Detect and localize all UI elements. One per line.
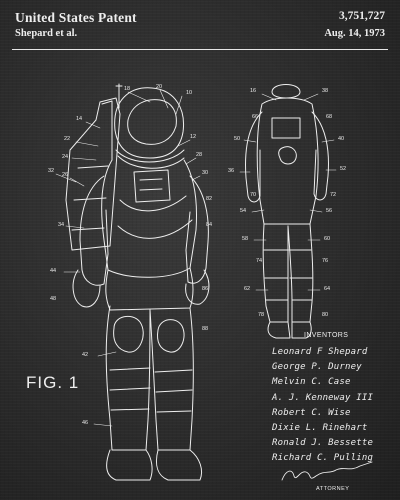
suit-boots — [268, 322, 311, 338]
reference-numeral: 86 — [202, 286, 208, 292]
left-arm — [80, 176, 108, 285]
attorney-label: ATTORNEY — [316, 486, 350, 492]
inventors-list: Leonard F Shepard George P. Durney Melvi… — [272, 347, 373, 469]
helmet — [115, 88, 184, 158]
torso — [102, 160, 197, 277]
reference-numeral: 36 — [228, 168, 234, 174]
reference-numeral: 10 — [186, 90, 192, 96]
waist — [106, 268, 193, 310]
suit-left-arm — [246, 112, 262, 202]
reference-numeral: 62 — [244, 286, 250, 292]
inventors-heading: INVENTORS — [304, 332, 349, 339]
figure-label: FIG. 1 — [26, 373, 80, 392]
suit-back-figure — [240, 85, 336, 339]
reference-numeral: 74 — [256, 258, 262, 264]
right-leg — [150, 308, 193, 450]
reference-numeral: 80 — [322, 312, 328, 318]
reference-numeral: 30 — [202, 170, 208, 176]
reference-numeral: 42 — [82, 352, 88, 358]
reference-numeral: 68 — [326, 114, 332, 120]
left-glove — [73, 270, 100, 307]
reference-numeral: 20 — [156, 84, 162, 90]
header-divider — [12, 49, 388, 50]
left-leg-bands — [110, 368, 150, 410]
patent-inventor-short: Shepard et al. — [15, 28, 78, 39]
patent-number: 3,751,727 — [339, 10, 385, 22]
helmet-ring — [116, 150, 184, 168]
reference-numeral: 72 — [330, 192, 336, 198]
reference-numeral: 26 — [62, 172, 68, 178]
patent-date: Aug. 14, 1973 — [324, 28, 385, 39]
reference-numeral: 14 — [76, 116, 82, 122]
reference-numeral: 18 — [124, 86, 130, 92]
reference-numeral: 84 — [206, 222, 212, 228]
right-glove — [186, 270, 209, 304]
inventor-name: Dixie L. Rinehart — [272, 422, 368, 433]
inventor-name: Richard C. Pulling — [272, 453, 374, 464]
astronaut-front-figure — [56, 84, 209, 480]
right-boot — [156, 450, 201, 480]
left-boot — [107, 450, 152, 480]
suit-right-leg — [288, 224, 313, 322]
reference-numeral: 44 — [50, 268, 56, 274]
right-knee — [158, 320, 185, 353]
reference-numeral: 60 — [324, 236, 330, 242]
reference-numeral: 82 — [206, 196, 212, 202]
reference-numeral: 28 — [196, 152, 202, 158]
suit-neck-ring — [272, 85, 300, 99]
reference-numeral: 64 — [324, 286, 330, 292]
reference-numeral: 32 — [48, 168, 54, 174]
helmet-visor — [128, 100, 177, 145]
reference-numeral: 12 — [190, 134, 196, 140]
reference-numeral: 58 — [242, 236, 248, 242]
suit-right-arm — [312, 112, 328, 200]
reference-numeral: 52 — [340, 166, 346, 172]
inventor-name: George P. Durney — [272, 362, 362, 373]
reference-numeral: 48 — [50, 296, 56, 302]
reference-numeral: 34 — [58, 222, 64, 228]
reference-numeral: 54 — [240, 208, 246, 214]
reference-numeral: 56 — [326, 208, 332, 214]
inventor-name: Leonard F Shepard — [272, 347, 368, 357]
suit-torso — [257, 98, 318, 224]
reference-numeral: 66 — [252, 114, 258, 120]
suit-chest-details — [272, 118, 300, 164]
reference-numeral: 46 — [82, 420, 88, 426]
left-leg — [106, 306, 150, 450]
reference-numeral: 76 — [322, 258, 328, 264]
inventor-name: Ronald J. Bessette — [272, 438, 374, 449]
suit-leg-bands — [264, 250, 312, 300]
reference-numeral: 38 — [322, 88, 328, 94]
chest-panel — [134, 170, 170, 202]
reference-numeral: 50 — [234, 136, 240, 142]
inventor-name: A. J. Kenneway III — [272, 392, 374, 403]
reference-numeral: 22 — [64, 136, 70, 142]
suit-leader-lines — [240, 94, 336, 290]
backpack-detail — [72, 101, 112, 230]
inventor-name: Melvin C. Case — [272, 377, 351, 388]
leader-lines — [56, 90, 200, 426]
attorney-signature-stroke — [282, 462, 372, 480]
backpack — [66, 98, 120, 250]
inventor-name: Robert C. Wise — [272, 407, 351, 418]
patent-title: United States Patent — [15, 10, 137, 25]
reference-numeral: 78 — [258, 312, 264, 318]
right-arm — [186, 176, 208, 283]
left-knee — [114, 316, 144, 352]
reference-numeral: 24 — [62, 154, 68, 160]
reference-numeral: 40 — [338, 136, 344, 142]
patent-header: United States Patent Shepard et al. 3,75… — [15, 8, 385, 48]
reference-numeral: 88 — [202, 326, 208, 332]
reference-numeral: 70 — [250, 192, 256, 198]
chest-hoses — [118, 196, 192, 238]
reference-numeral: 16 — [250, 88, 256, 94]
right-leg-bands — [155, 370, 192, 412]
